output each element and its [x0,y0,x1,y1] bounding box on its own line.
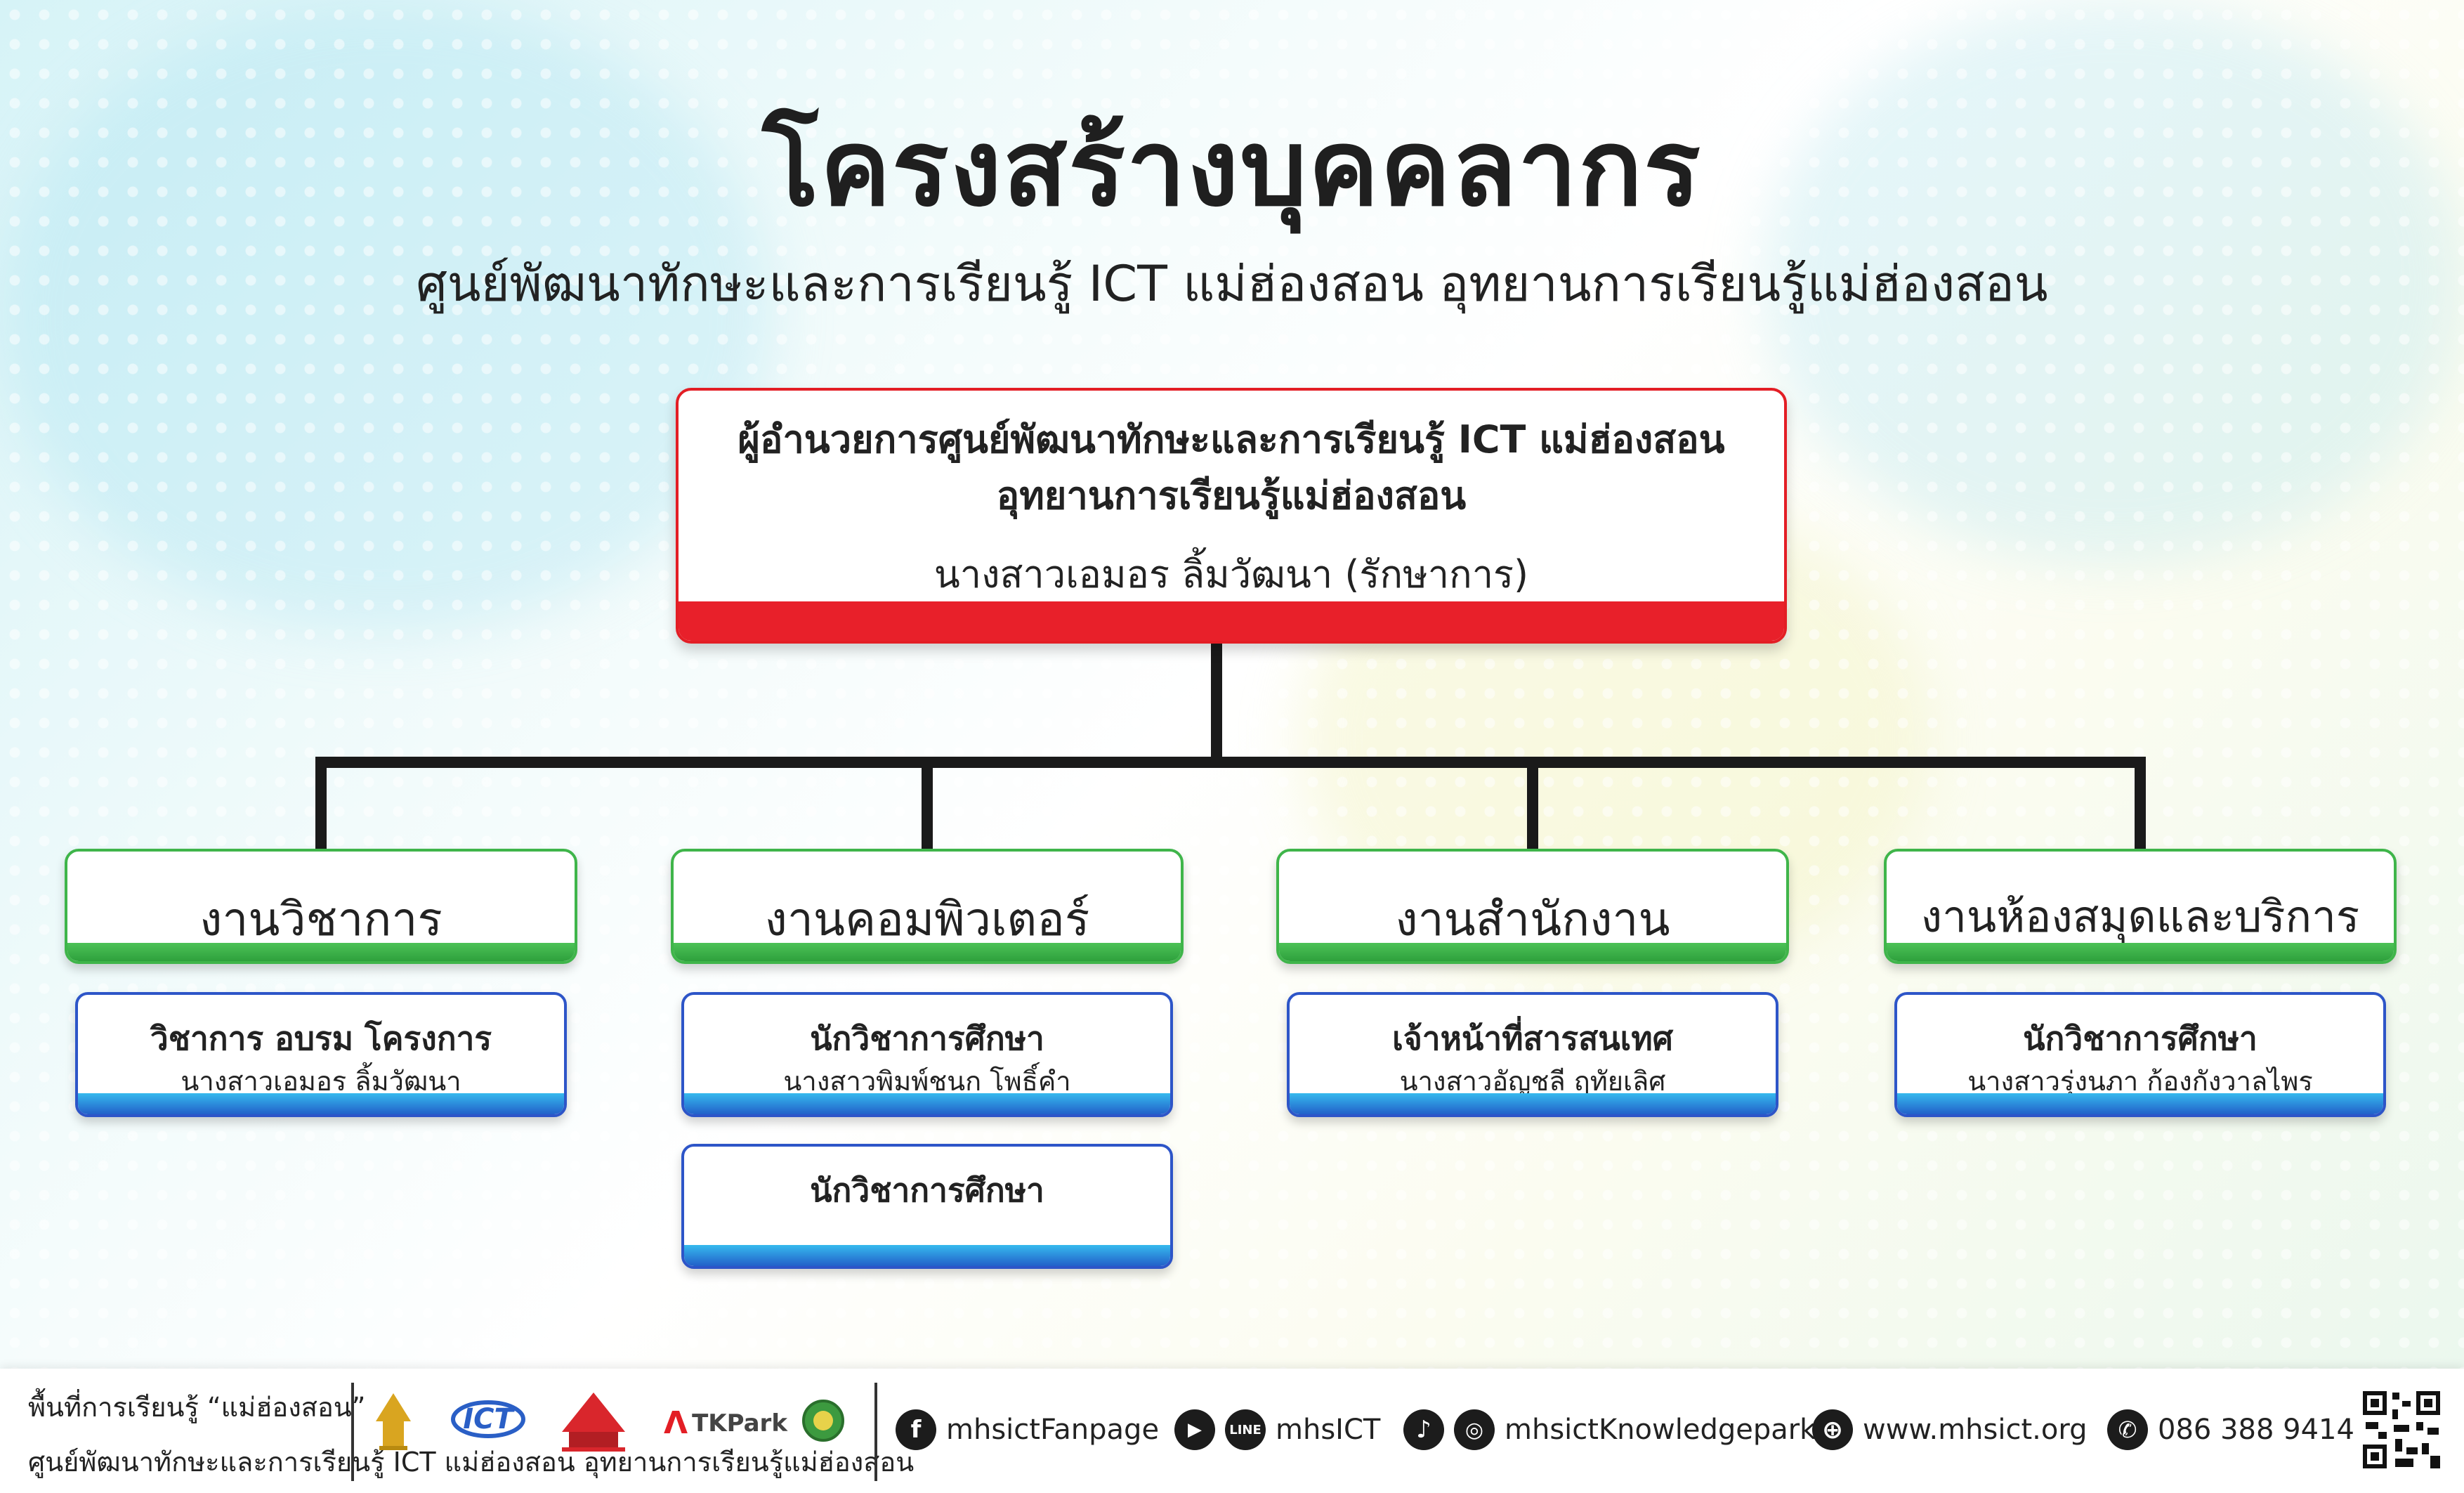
staff-role: เจ้าหน้าที่สารสนเทศ [1392,1019,1673,1057]
ict-swoosh-icon [451,1400,525,1438]
footer-center-name: ศูนย์พัฒนาทักษะและการเรียนรู้ ICT แม่ฮ่อ… [28,1447,915,1478]
staff-role: วิชาการ อบรม โครงการ [150,1019,492,1057]
green-seal-icon [802,1400,844,1442]
website-label: www.mhsict.org [1863,1414,2088,1446]
ministry-emblem-icon [376,1393,411,1450]
globe-icon: ⊕ [1812,1409,1853,1450]
footer: พื้นที่การเรียนรู้ “แม่ฮ่องสอน” ศูนย์พัฒ… [0,1369,2464,1493]
website-link[interactable]: ⊕ www.mhsict.org [1812,1409,2087,1450]
director-name: นางสาวเอมอร ลิ้มวัฒนา (รักษาการ) [933,552,1529,596]
page-title: โครงสร้างบุคคลากร [762,107,1702,230]
ict-logo-text: ICT [463,1403,513,1435]
staff-accent-bar [1290,1093,1776,1114]
department-label: งานห้องสมุดและบริการ [1920,891,2360,942]
department-accent-bar [674,943,1181,961]
footer-divider [874,1383,877,1481]
department-accent-bar [1279,943,1786,961]
staff-accent-bar [684,1093,1170,1114]
tkpark-logo-text: TKPark [692,1409,787,1437]
tiktok-icon: ♪ [1403,1409,1444,1450]
staff-role: นักวิชาการศึกษา [2023,1019,2257,1057]
department-computer: งานคอมพิวเตอร์ [671,849,1184,964]
director-accent-bar [679,601,1784,641]
staff-card-computer-1: นักวิชาการศึกษา นางสาวพิมพ์ชนก โพธิ์คำ [681,992,1173,1117]
youtube-line-label: mhsICT [1276,1414,1381,1446]
facebook-icon: f [896,1409,936,1450]
department-label: งานคอมพิวเตอร์ [764,892,1090,946]
facebook-label: mhsictFanpage [946,1414,1160,1446]
line-icon: LINE [1225,1409,1266,1450]
tiktok-instagram-link[interactable]: ♪ ◎ mhsictKnowledgepark [1403,1409,1816,1450]
staff-name: นางสาวอัญชลี ฤทัยเลิศ [1399,1066,1666,1097]
youtube-line-link[interactable]: ▶ LINE mhsICT [1174,1409,1380,1450]
department-accent-bar [1887,943,2394,961]
staff-card-office: เจ้าหน้าที่สารสนเทศ นางสาวอัญชลี ฤทัยเลิ… [1287,992,1778,1117]
youtube-icon: ▶ [1174,1409,1215,1450]
staff-role: นักวิชาการศึกษา [810,1171,1044,1209]
staff-role: นักวิชาการศึกษา [810,1019,1044,1057]
thai-pavilion-logo-icon [562,1393,625,1452]
department-accent-bar [67,943,575,961]
staff-card-library: นักวิชาการศึกษา นางสาวรุ่งนภา ก้องกังวาล… [1894,992,2386,1117]
footer-learning-area: พื้นที่การเรียนรู้ “แม่ฮ่องสอน” [28,1392,366,1423]
instagram-icon: ◎ [1454,1409,1495,1450]
staff-card-computer-2: นักวิชาการศึกษา [681,1144,1173,1269]
tiktok-instagram-label: mhsictKnowledgepark [1505,1414,1816,1446]
staff-accent-bar [1897,1093,2383,1114]
department-library: งานห้องสมุดและบริการ [1884,849,2397,964]
department-office: งานสำนักงาน [1276,849,1789,964]
director-title-line1: ผู้อำนวยการศูนย์พัฒนาทักษะและการเรียนรู้… [738,417,1725,462]
ict-logo: ICT [450,1391,527,1447]
department-label: งานสำนักงาน [1395,892,1670,946]
phone-label: 086 388 9414 [2158,1414,2354,1446]
staff-accent-bar [78,1093,564,1114]
staff-name: นางสาวเอมอร ลิ้มวัฒนา [181,1066,461,1097]
staff-name: นางสาวรุ่งนภา ก้องกังวาลไพร [1967,1066,2313,1097]
director-title-line2: อุทยานการเรียนรู้แม่ฮ่องสอน [996,474,1467,518]
department-label: งานวิชาการ [199,892,443,946]
footer-divider [351,1383,354,1481]
department-academic: งานวิชาการ [65,849,577,964]
director-box: ผู้อำนวยการศูนย์พัฒนาทักษะและการเรียนรู้… [676,388,1787,644]
qr-code-icon[interactable] [2360,1388,2443,1471]
staff-accent-bar [684,1245,1170,1266]
staff-name: นางสาวพิมพ์ชนก โพธิ์คำ [783,1066,1071,1097]
phone-icon: ✆ [2107,1409,2148,1450]
phone-link[interactable]: ✆ 086 388 9414 [2107,1409,2354,1450]
facebook-link[interactable]: f mhsictFanpage [896,1409,1159,1450]
tkpark-logo: ⴷ TKPark [664,1405,787,1441]
tkpark-figure-icon: ⴷ [664,1405,688,1441]
page-subtitle: ศูนย์พัฒนาทักษะและการเรียนรู้ ICT แม่ฮ่อ… [416,255,2048,313]
staff-card-academic: วิชาการ อบรม โครงการ นางสาวเอมอร ลิ้มวัฒ… [75,992,567,1117]
